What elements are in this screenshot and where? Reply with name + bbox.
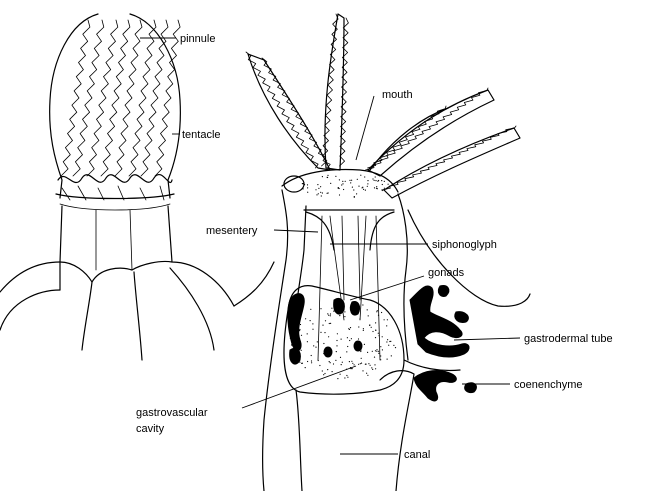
label-cavity: cavity	[136, 423, 165, 435]
label-gastrodermal-tube: gastrodermal tube	[524, 333, 613, 345]
label-gastrovascular: gastrovascular	[136, 407, 208, 419]
label-siphonoglyph: siphonoglyph	[432, 239, 497, 251]
expanded-polyp-drawing	[246, 14, 530, 491]
closed-polyp-drawing	[0, 14, 274, 360]
labels: pinnule tentacle mouth mesentery siphono…	[136, 33, 613, 461]
label-tentacle: tentacle	[182, 129, 221, 141]
label-pinnule: pinnule	[180, 33, 215, 45]
label-coenenchyme: coenenchyme	[514, 379, 583, 391]
label-mesentery: mesentery	[206, 225, 258, 237]
label-mouth: mouth	[382, 89, 413, 101]
label-canal: canal	[404, 449, 430, 461]
label-gonads: gonads	[428, 267, 465, 279]
